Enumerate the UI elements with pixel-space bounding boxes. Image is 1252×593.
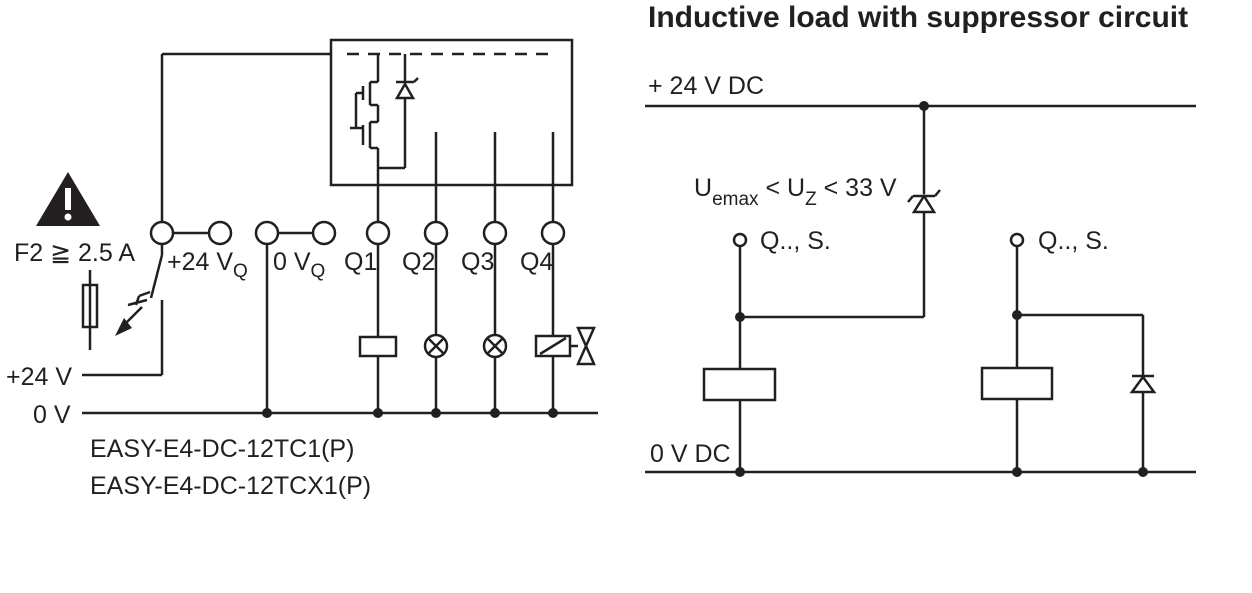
terminal-label-plus24: +24 VQ bbox=[167, 248, 248, 282]
terminal-label-q4: Q4 bbox=[520, 248, 553, 276]
terminal-label-0v: 0 VQ bbox=[273, 248, 325, 282]
terminal-q1 bbox=[365, 220, 391, 246]
terminal-0v-a bbox=[254, 220, 280, 246]
terminal-plus24-b bbox=[207, 220, 233, 246]
left-diagram: +24 VQ 0 VQ Q1 Q2 Q3 Q4 F2 ≧ 2.5 A bbox=[6, 38, 598, 500]
switch-icon bbox=[115, 244, 164, 375]
model-name-1: EASY-E4-DC-12TC1(P) bbox=[90, 435, 354, 463]
output-module-box bbox=[329, 38, 574, 187]
ground-label-0vdc: 0 V DC bbox=[650, 440, 731, 468]
terminal-0v-b bbox=[311, 220, 337, 246]
output-terminal-1 bbox=[732, 232, 748, 248]
supply-label-24v: +24 V bbox=[6, 363, 72, 391]
lamp-icon bbox=[423, 333, 449, 359]
lamp-icon bbox=[482, 333, 508, 359]
output-label-2: Q.., S. bbox=[1038, 227, 1109, 255]
relay-coil-icon bbox=[702, 367, 777, 402]
terminal-plus24-a bbox=[149, 220, 175, 246]
terminal-label-q1: Q1 bbox=[344, 248, 377, 276]
terminal-label-q2: Q2 bbox=[402, 248, 435, 276]
fuse-label: F2 ≧ 2.5 A bbox=[14, 239, 135, 267]
supply-label-24vdc: + 24 V DC bbox=[648, 72, 764, 100]
terminal-label-q3: Q3 bbox=[461, 248, 494, 276]
warning-triangle-icon bbox=[36, 172, 100, 226]
solenoid-valve-icon bbox=[534, 326, 596, 366]
terminal-row bbox=[149, 220, 566, 246]
zener-diode-icon bbox=[378, 54, 419, 170]
model-name-2: EASY-E4-DC-12TCX1(P) bbox=[90, 472, 371, 500]
output-terminal-2 bbox=[1009, 232, 1025, 248]
terminal-q3 bbox=[482, 220, 508, 246]
mosfet-icon bbox=[350, 54, 380, 228]
terminal-q4 bbox=[540, 220, 566, 246]
diagram-title: Inductive load with suppressor circuit bbox=[648, 1, 1188, 34]
ground-label-0v: 0 V bbox=[33, 401, 71, 429]
relay-coil-icon bbox=[980, 366, 1054, 401]
fuse-icon bbox=[81, 270, 99, 350]
terminal-q2 bbox=[423, 220, 449, 246]
output-label-1: Q.., S. bbox=[760, 227, 831, 255]
relay-coil-icon bbox=[358, 335, 398, 358]
output-module bbox=[329, 38, 574, 228]
zener-diode-icon bbox=[740, 106, 941, 319]
voltage-condition-label: Uemax < UZ < 33 V bbox=[694, 174, 897, 210]
right-diagram: Inductive load with suppressor circuit +… bbox=[645, 1, 1196, 477]
diode-icon bbox=[1017, 313, 1157, 472]
